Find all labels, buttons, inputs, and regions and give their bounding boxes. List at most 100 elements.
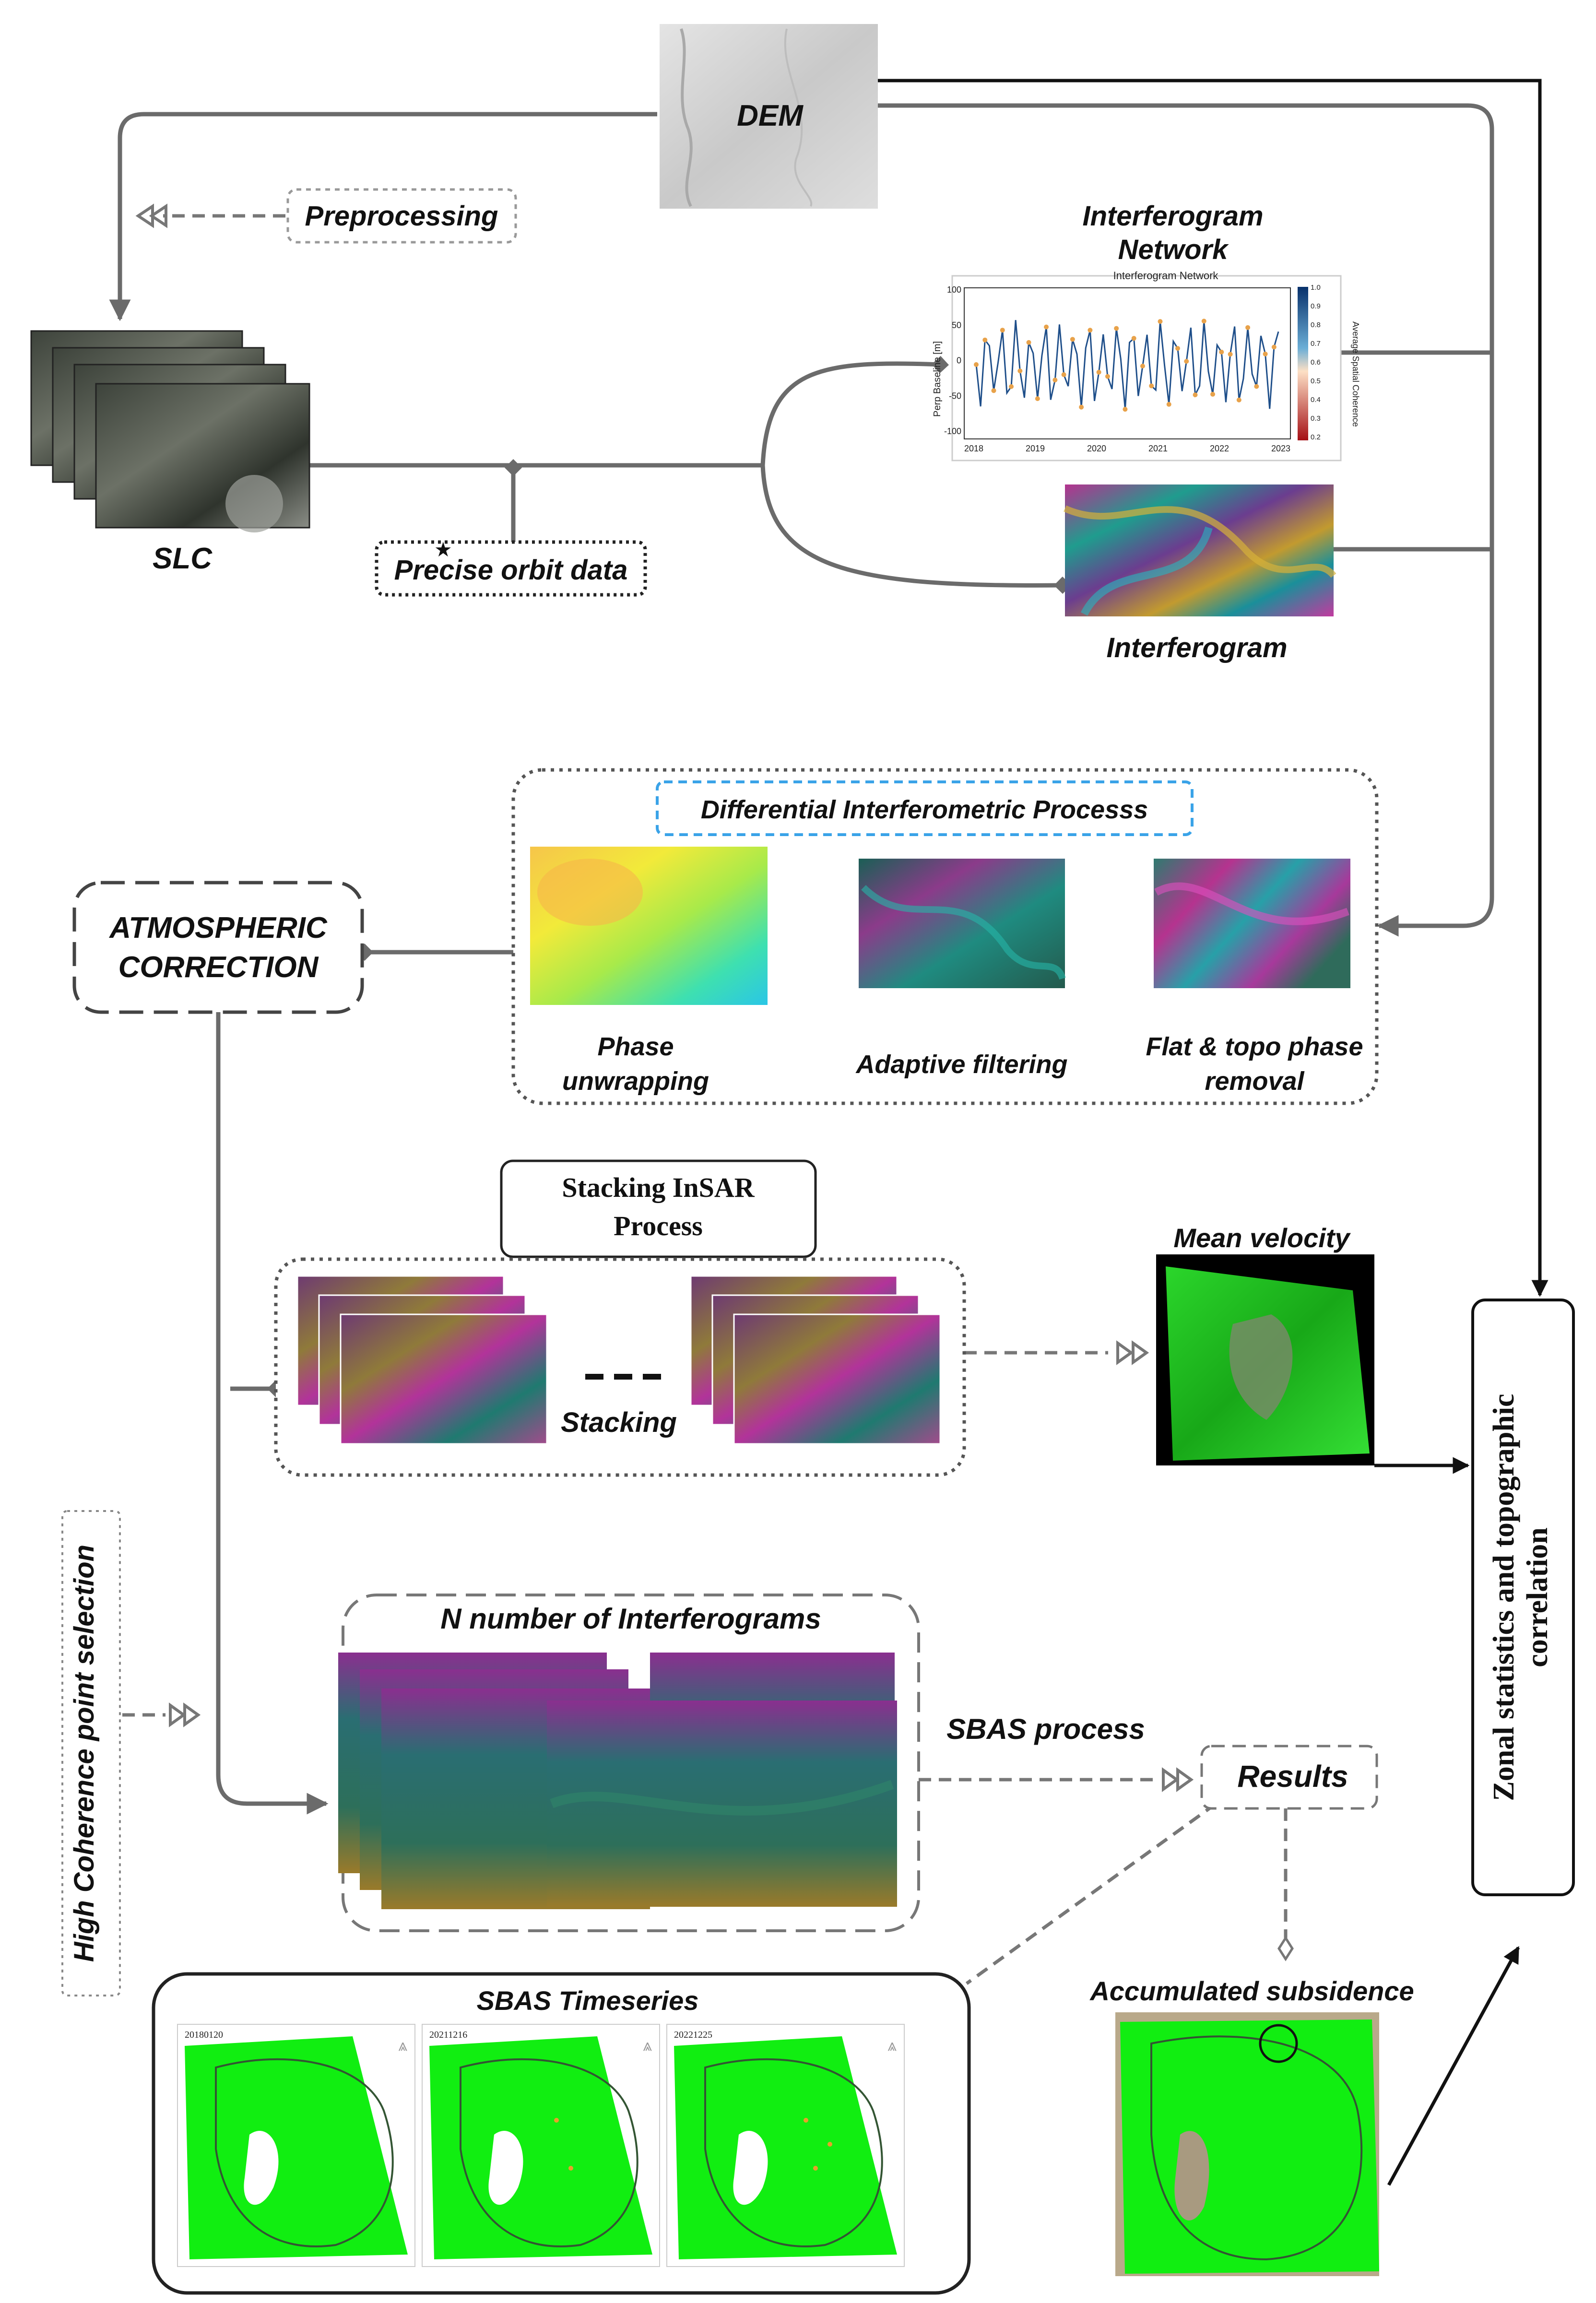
stacking-title-box (500, 1159, 817, 1258)
network-acquisition-point (1131, 336, 1136, 341)
network-y-tick: -100 (944, 426, 961, 436)
network-edges (975, 320, 1279, 410)
interferogram-network-node: Interferogram Network Interferogram Netw… (932, 201, 1360, 461)
phase-unwrapping-label-2: unwrapping (562, 1067, 709, 1096)
timeseries-map-2 (429, 2036, 652, 2259)
network-acquisition-point (1123, 407, 1128, 412)
high-coherence-label: High Coherence point selection (69, 1545, 100, 1962)
dinsar-group: Differential Interferometric Processs Ph… (511, 768, 1379, 1105)
network-x-tick: 2020 (1087, 444, 1106, 453)
network-chart: Interferogram Network Perp Baseline [m] … (932, 270, 1360, 461)
network-acquisition-point (1140, 364, 1145, 369)
sbas-process-label: SBAS process (946, 1713, 1145, 1745)
network-acquisition-point (1061, 372, 1066, 378)
zonal-statistics-box (1471, 1299, 1575, 1896)
network-x-tick: 2022 (1210, 444, 1229, 453)
colorbar-tick: 0.8 (1311, 321, 1321, 329)
atmospheric-label-1: ATMOSPHERIC (108, 911, 328, 945)
subsidence-focus-circle (1259, 2024, 1298, 2063)
network-y-tick: 50 (952, 320, 961, 330)
results-node: Results (1200, 1745, 1378, 1810)
sbas-timeseries-group: SBAS Timeseries 20180120 ⩓ 20211216 ⩓ 20… (152, 1972, 971, 2295)
timeseries-map-3 (674, 2036, 897, 2259)
accumulated-subsidence-label: Accumulated subsidence (1089, 1976, 1414, 2006)
network-acquisition-point (982, 337, 988, 342)
network-title-line1: Interferogram (1082, 201, 1263, 232)
phase-unwrapping-label-1: Phase (597, 1032, 674, 1061)
colorbar-tick: 0.7 (1311, 340, 1321, 348)
network-chart-colorbar-label: Average Spatial Coherence (1351, 321, 1360, 427)
network-y-tick: 100 (947, 285, 961, 295)
network-acquisition-point (1158, 319, 1163, 324)
mean-velocity-label: Mean velocity (1173, 1223, 1351, 1253)
stack-right-3 (733, 1313, 941, 1445)
network-acquisition-point (1079, 404, 1084, 410)
dem-to-zonal-connector (878, 79, 1549, 1297)
timeseries-map-1 (185, 2036, 408, 2259)
network-acquisition-point (1044, 324, 1049, 330)
zonal-statistics-node: Zonal statistics and topographic correla… (1471, 1299, 1575, 1896)
network-acquisition-point (1166, 402, 1171, 407)
precise-orbit-node: ★ Precise orbit data (375, 538, 647, 597)
network-acquisition-point (1236, 397, 1241, 402)
flat-topo-image (1154, 859, 1350, 988)
network-axes (964, 287, 1291, 439)
network-x-tick: 2018 (964, 444, 983, 453)
atmospheric-to-sbas-connector (216, 1012, 329, 1815)
colorbar-tick: 0.3 (1311, 414, 1321, 423)
network-colorbar (1298, 287, 1308, 440)
stack-left-3 (340, 1313, 548, 1445)
network-acquisition-point (1070, 337, 1075, 342)
dinsar-title: Differential Interferometric Processs (701, 795, 1148, 824)
sbas-timeseries-label: SBAS Timeseries (477, 1985, 699, 2016)
network-acquisition-point (1026, 340, 1031, 345)
subsidence-to-zonal-connector (1387, 1946, 1520, 2186)
split-to-network-connector (760, 356, 949, 466)
network-x-tick: 2021 (1148, 444, 1168, 453)
network-y-tick: 0 (957, 356, 961, 366)
dem-image (660, 24, 878, 209)
network-acquisition-point (1219, 349, 1224, 354)
atmospheric-correction-box (72, 881, 364, 1014)
dem-label: DEM (737, 99, 804, 132)
colorbar-tick: 0.6 (1311, 358, 1321, 366)
zonal-label-2: correlation (1521, 1527, 1554, 1667)
network-y-tick: -50 (949, 391, 961, 401)
network-acquisition-point (1271, 344, 1277, 350)
dem-node: DEM (660, 24, 878, 209)
north-arrow-icon-2: ⩓ (643, 2036, 652, 2055)
stacking-group: Stacking InSAR Process Stacking (274, 1159, 966, 1477)
colorbar-tick: 0.4 (1311, 396, 1321, 404)
stacking-title-line2: Process (614, 1210, 703, 1241)
network-acquisition-point (1245, 325, 1251, 330)
interferogram-node: Interferogram (1064, 484, 1336, 663)
n-interferograms-label: N number of Interferograms (440, 1603, 821, 1635)
network-acquisition-point (1149, 383, 1154, 389)
flat-topo-label-1: Flat & topo phase (1146, 1032, 1363, 1061)
atmospheric-correction-node: ATMOSPHERIC CORRECTION (72, 881, 364, 1014)
connectors (109, 79, 1549, 2186)
network-acquisition-point (1088, 328, 1093, 333)
accumulated-subsidence-node: Accumulated subsidence (1089, 1976, 1414, 2276)
preprocessing-box (286, 188, 517, 244)
results-label: Results (1237, 1759, 1348, 1794)
network-chart-frame (951, 275, 1342, 461)
adaptive-filtering-image (859, 859, 1065, 988)
high-coherence-node: High Coherence point selection (61, 1510, 121, 1996)
flat-topo-label-2: removal (1205, 1067, 1304, 1096)
network-acquisition-point (1017, 368, 1023, 374)
network-chart-title: Interferogram Network (1113, 270, 1219, 282)
timeseries-date-1: 20180120 (185, 2030, 223, 2040)
results-box (1200, 1745, 1378, 1810)
network-acquisition-point (1228, 352, 1233, 357)
network-acquisition-point (1009, 384, 1014, 389)
network-acquisition-point (1175, 346, 1180, 351)
network-acquisition-point (1035, 396, 1040, 402)
colorbar-tick: 0.5 (1311, 377, 1321, 385)
precise-orbit-label: Precise orbit data (394, 555, 628, 586)
network-acquisition-point (1000, 328, 1005, 333)
network-acquisition-point (991, 388, 996, 393)
network-acquisition-point (1052, 378, 1058, 383)
star-icon: ★ (434, 538, 452, 561)
timeseries-date-2: 20211216 (429, 2030, 467, 2040)
